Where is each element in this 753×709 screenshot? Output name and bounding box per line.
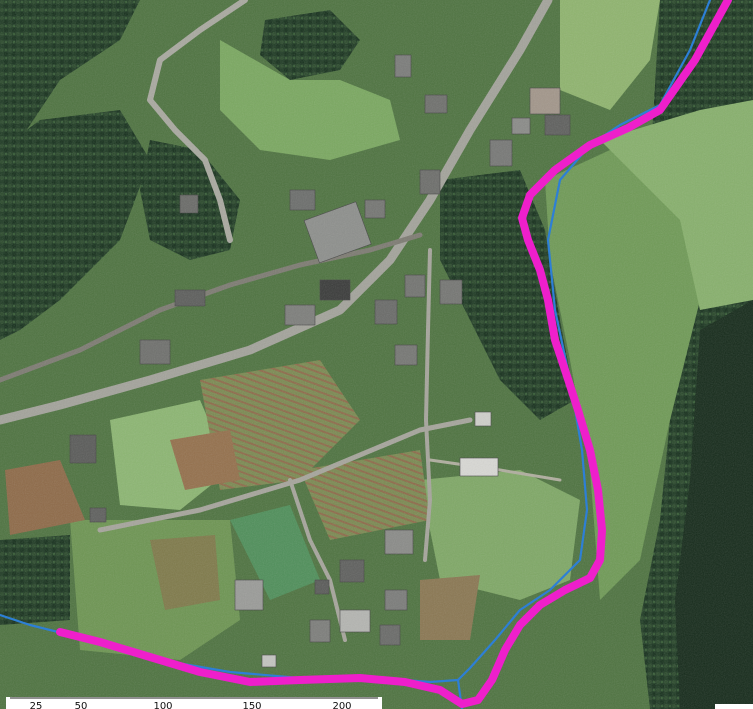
scale-label-50: 50 xyxy=(75,701,88,709)
scale-label-100: 100 xyxy=(153,701,172,709)
corner-legend-stub xyxy=(715,704,753,709)
scale-label-200: 200 xyxy=(332,701,351,709)
scale-label-25: 25 xyxy=(30,701,43,709)
scale-bar: 25 50 100 150 200 xyxy=(6,697,382,709)
scale-label-150: 150 xyxy=(242,701,261,709)
route-line xyxy=(56,0,732,708)
scale-bar-background xyxy=(6,697,382,709)
